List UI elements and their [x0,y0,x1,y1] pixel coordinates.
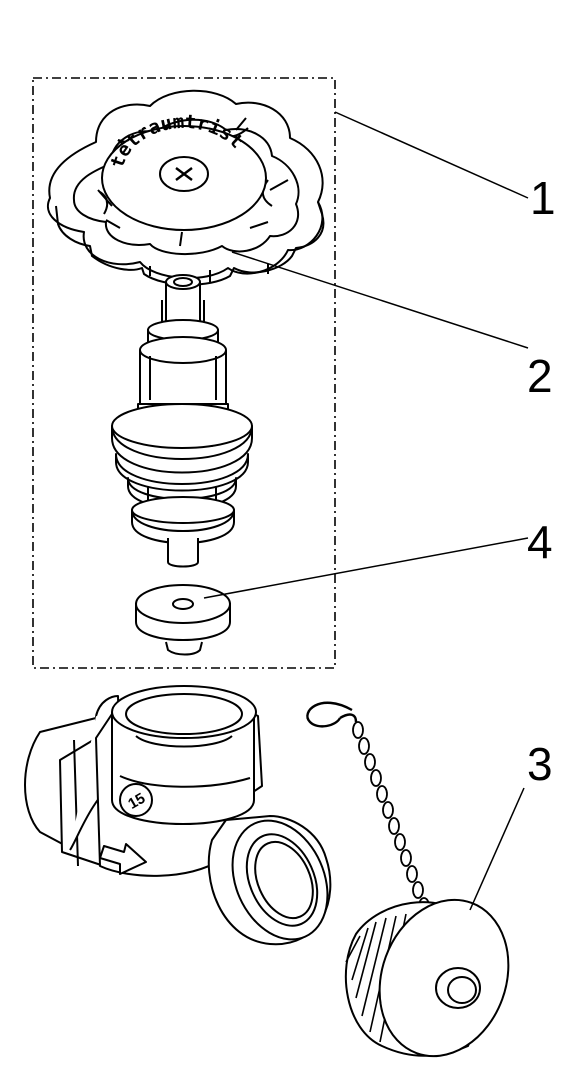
callout-3: 3 [527,738,553,790]
callout-2: 2 [527,350,553,402]
leader-line-4 [203,537,529,599]
valve-body [24,685,332,946]
leader-line-3 [469,787,525,911]
valve-upper-part [111,274,253,568]
flow-direction-arrow-icon [99,843,147,875]
leader-line-2 [231,251,529,349]
valve-washer [135,584,231,656]
assembly-group-frame [32,77,336,669]
leader-line-1 [334,111,529,199]
leader-lines [203,111,529,911]
callout-4: 4 [527,516,553,568]
handwheel [47,89,325,286]
body-marking-text: 15 [125,790,148,813]
callout-1: 1 [530,172,556,224]
cap-and-chain [306,701,510,1058]
